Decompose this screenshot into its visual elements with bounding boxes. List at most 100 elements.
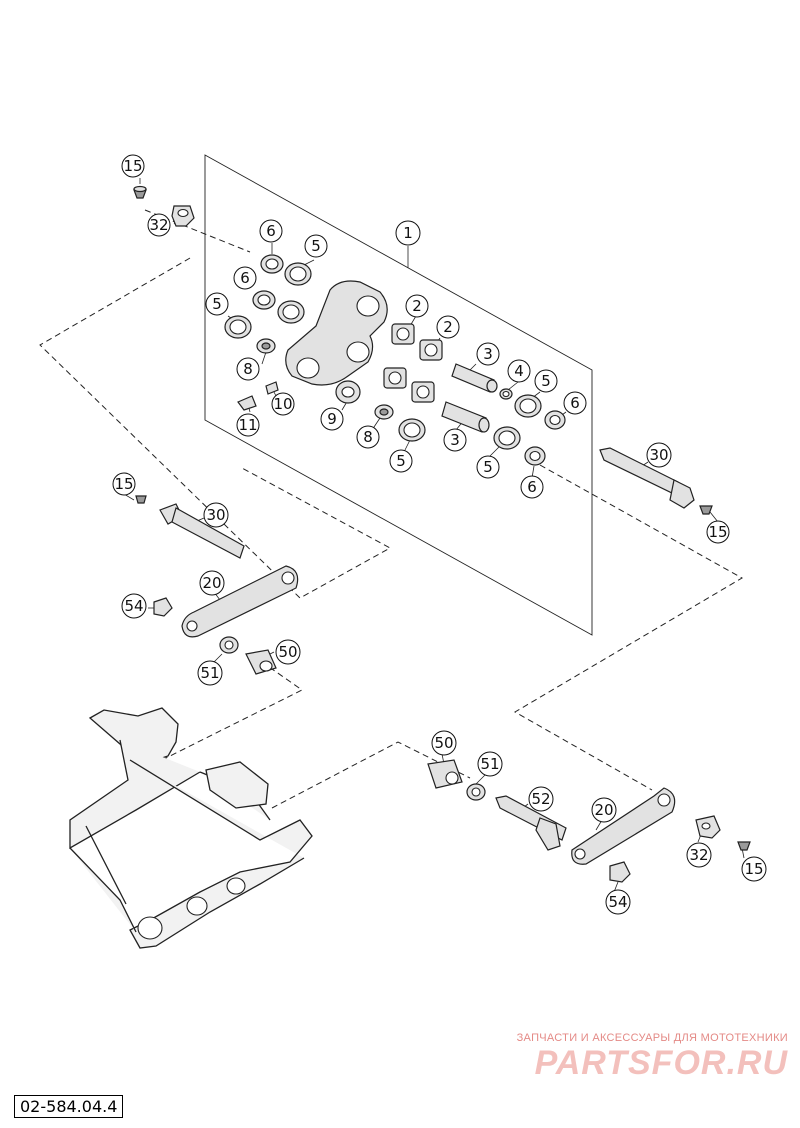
svg-text:32: 32 — [689, 846, 708, 864]
svg-text:2: 2 — [443, 318, 453, 336]
svg-text:6: 6 — [240, 269, 250, 287]
svg-text:8: 8 — [363, 428, 373, 446]
callout-5-b: 5 — [205, 292, 229, 316]
seal-5-right-lower — [493, 426, 521, 450]
linkage-rocker-body — [285, 280, 388, 386]
callout-8-a: 8 — [236, 357, 260, 381]
callout-15-top-left: 15 — [121, 154, 145, 178]
bushing-50-lower — [427, 759, 463, 789]
svg-text:20: 20 — [594, 801, 613, 819]
sleeve-3-lower — [441, 401, 490, 433]
seal-5-mid — [277, 300, 305, 324]
callout-32-top-left: 32 — [147, 213, 171, 237]
callout-6-b: 6 — [233, 266, 257, 290]
cap-15-right — [699, 505, 713, 515]
needle-bearing-mid-a — [383, 367, 407, 389]
screw-10 — [265, 381, 279, 395]
cap-15-lower — [737, 841, 751, 851]
callout-6-a: 6 — [259, 219, 283, 243]
callout-20-b: 20 — [591, 797, 617, 823]
callout-1: 1 — [395, 220, 421, 246]
svg-text:3: 3 — [450, 431, 460, 449]
needle-bearing-2-lower — [419, 339, 443, 361]
callout-8-b: 8 — [356, 425, 380, 449]
watermark-tagline: ЗАПЧАСТИ И АКСЕССУАРЫ ДЛЯ МОТОТЕХНИКИ — [516, 1032, 788, 1044]
needle-bearing-2-upper — [391, 323, 415, 345]
nut-54-upper — [153, 597, 173, 617]
callout-10: 10 — [271, 392, 295, 416]
svg-text:9: 9 — [327, 410, 337, 428]
svg-text:6: 6 — [527, 478, 537, 496]
svg-text:51: 51 — [480, 755, 499, 773]
svg-text:15: 15 — [114, 475, 133, 493]
callout-54-a: 54 — [121, 593, 147, 619]
connecting-link-20-upper — [181, 565, 299, 638]
callout-3-a: 3 — [476, 342, 500, 366]
callout-5-e: 5 — [476, 455, 500, 479]
grease-nipple-8-upper — [256, 338, 276, 354]
grease-nipple-8-lower — [374, 404, 394, 420]
seal-6-upper — [260, 254, 284, 274]
swingarm-frame — [69, 707, 313, 949]
callout-15-d: 15 — [741, 856, 767, 882]
seal-5-lower — [398, 418, 426, 442]
callout-50-a: 50 — [275, 639, 301, 665]
callout-15-b: 15 — [706, 520, 730, 544]
svg-text:30: 30 — [206, 506, 225, 524]
svg-text:15: 15 — [123, 157, 142, 175]
drawing-reference-code: 02-584.04.4 — [14, 1095, 124, 1118]
svg-text:30: 30 — [649, 446, 668, 464]
svg-text:2: 2 — [412, 297, 422, 315]
cap-15-left-mid — [135, 495, 147, 504]
callout-4: 4 — [507, 359, 531, 383]
bolt-30-left — [159, 503, 245, 559]
callout-6-c: 6 — [563, 391, 587, 415]
callout-9: 9 — [320, 407, 344, 431]
svg-text:11: 11 — [238, 416, 257, 434]
callout-2-a: 2 — [405, 294, 429, 318]
svg-text:52: 52 — [531, 790, 550, 808]
svg-text:4: 4 — [514, 362, 524, 380]
seal-5-right-upper — [514, 394, 542, 418]
svg-text:10: 10 — [273, 395, 292, 413]
callout-15-c: 15 — [112, 472, 136, 496]
svg-text:6: 6 — [266, 222, 276, 240]
svg-text:54: 54 — [124, 597, 143, 615]
svg-text:6: 6 — [570, 394, 580, 412]
callout-20-a: 20 — [199, 570, 225, 596]
svg-text:50: 50 — [434, 734, 453, 752]
bushing-9 — [335, 380, 361, 404]
svg-text:8: 8 — [243, 360, 253, 378]
svg-text:15: 15 — [744, 860, 763, 878]
callout-51-a: 51 — [197, 660, 223, 686]
bushing-50-upper — [245, 649, 277, 675]
callout-6-d: 6 — [520, 475, 544, 499]
nut-54-lower — [609, 861, 631, 883]
bolt-52 — [495, 795, 567, 851]
ring-51-lower — [466, 783, 486, 801]
assembly-frame-outline — [204, 154, 593, 636]
callout-52: 52 — [528, 786, 554, 812]
nipple-11 — [237, 395, 257, 411]
callout-5-a: 5 — [304, 234, 328, 258]
svg-text:1: 1 — [403, 224, 413, 242]
callout-30-a: 30 — [646, 442, 672, 468]
needle-bearing-mid-b — [411, 381, 435, 403]
svg-text:5: 5 — [541, 372, 551, 390]
callout-2-b: 2 — [436, 315, 460, 339]
seal-5-left — [224, 315, 252, 339]
svg-text:5: 5 — [483, 458, 493, 476]
callout-11: 11 — [236, 413, 260, 437]
svg-text:50: 50 — [278, 643, 297, 661]
callout-30-b: 30 — [203, 502, 229, 528]
svg-text:15: 15 — [708, 523, 727, 541]
callout-5-c: 5 — [534, 369, 558, 393]
watermark-logo: PARTSFOR.RU — [534, 1044, 788, 1082]
seal-5-upper — [284, 262, 312, 286]
callout-5-d: 5 — [389, 449, 413, 473]
svg-text:3: 3 — [483, 345, 493, 363]
ring-51-upper — [219, 636, 239, 654]
washer-4 — [499, 388, 513, 400]
callout-51-b: 51 — [477, 751, 503, 777]
